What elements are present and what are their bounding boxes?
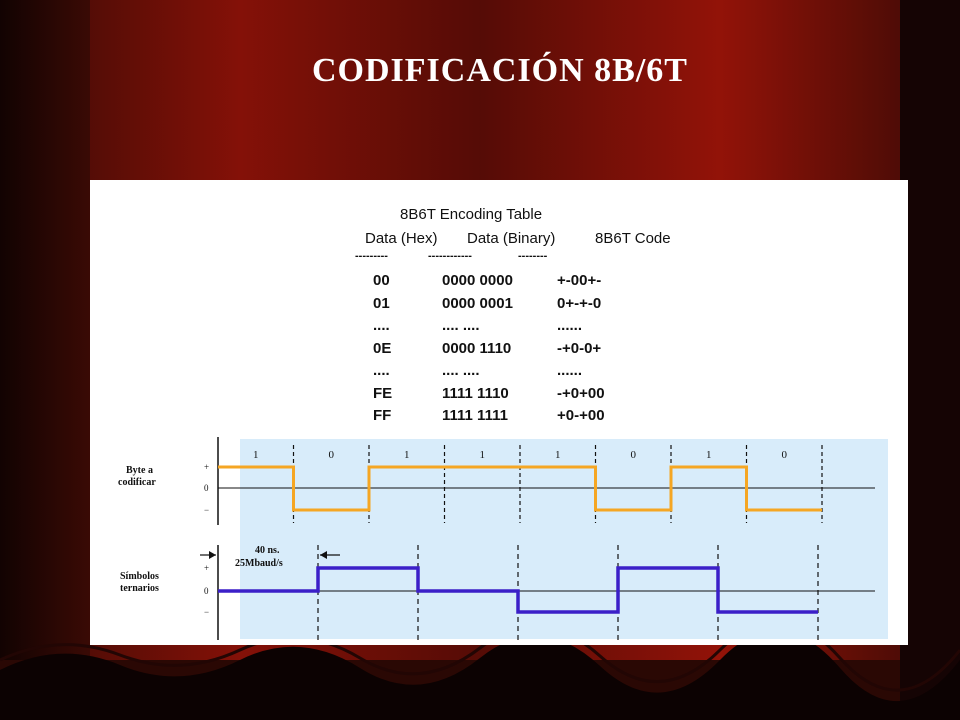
slide-title: CODIFICACIÓN 8B/6T: [312, 52, 688, 89]
bit-label: 1: [404, 449, 410, 461]
byte-level-label: −: [204, 505, 209, 515]
timing-label-2: 25Mbaud/s: [235, 558, 283, 569]
table-cell: -+0+00: [557, 384, 605, 402]
byte-waveform: [218, 465, 822, 512]
table-cell: ....: [373, 317, 390, 334]
table-cell: 0E: [373, 339, 392, 357]
table-separator: ---------: [355, 250, 388, 262]
table-cell: ......: [557, 362, 583, 379]
table-header-code: 8B6T Code: [595, 230, 671, 247]
bit-label: 1: [706, 449, 712, 461]
table-cell: 1111 1111: [442, 407, 508, 424]
diagram-background: [240, 439, 888, 639]
timing-label: 40 ns.: [255, 545, 280, 556]
table-cell: -+0-0+: [557, 339, 602, 357]
bit-label: 1: [253, 449, 259, 461]
byte-level-label: 0: [204, 483, 209, 493]
bit-label: 0: [631, 449, 637, 461]
table-cell: 0000 0000: [442, 272, 513, 289]
timing-arrowhead-right: [320, 551, 327, 559]
figure-panel: 8B6T Encoding Table Data (Hex) Data (Bin…: [90, 180, 908, 645]
byte-label-2: codificar: [118, 477, 156, 488]
ternary-label-2: ternarios: [120, 583, 159, 594]
table-cell: 0+-+-0: [557, 294, 602, 312]
byte-label: Byte a: [126, 465, 153, 476]
table-cell: +-00+-: [557, 272, 602, 289]
table-cell: FE: [373, 384, 393, 402]
table-cell: 0000 0001: [442, 294, 513, 312]
table-cell: ......: [557, 317, 583, 334]
table-cell: FF: [373, 407, 392, 424]
table-separator: ------------: [428, 250, 472, 262]
bit-label: 0: [782, 449, 788, 461]
ternary-waveform: [218, 566, 818, 614]
bit-label: 1: [555, 449, 561, 461]
table-cell: 00: [373, 272, 390, 289]
table-cell: 0000 1110: [442, 339, 512, 357]
timing-diagram: +0 − 1 0 1 1 1 0 1 0 +0 −: [200, 437, 888, 640]
bit-label: 0: [329, 449, 335, 461]
table-cell: .... ....: [442, 362, 480, 379]
ternary-level-label: 0: [204, 586, 209, 596]
table-title: 8B6T Encoding Table: [400, 206, 543, 223]
ternary-level-label: +: [204, 563, 209, 573]
ternary-label: Símbolos: [120, 571, 159, 582]
byte-level-label: +: [204, 462, 209, 472]
table-cell: ....: [373, 362, 390, 379]
table-separator: --------: [518, 250, 548, 262]
table-header-hex: Data (Hex): [365, 230, 438, 247]
table-header-binary: Data (Binary): [467, 230, 556, 247]
ternary-level-label: −: [204, 607, 209, 617]
bit-label: 1: [480, 449, 486, 461]
table-cell: 01: [373, 294, 390, 312]
timing-arrowhead-left: [209, 551, 216, 559]
table-cell: +0-+00: [557, 407, 605, 424]
table-cell: 1111 1110: [442, 384, 509, 402]
table-cell: .... ....: [442, 317, 480, 334]
